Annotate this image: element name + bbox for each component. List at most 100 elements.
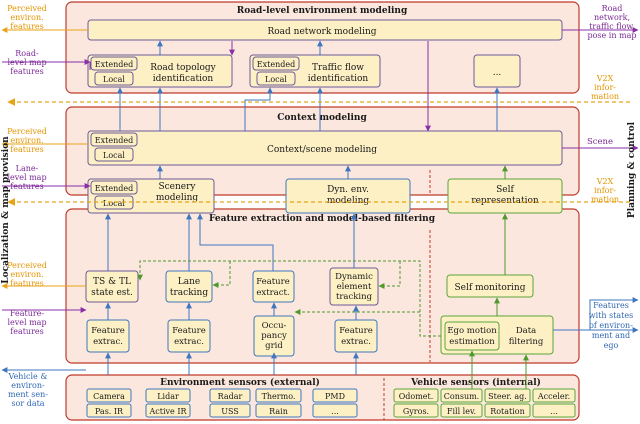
v2x-top-label-line-3: mation <box>591 92 619 101</box>
ts-tl-state-label-line-1: TS & TL <box>93 277 131 287</box>
feature-extrac-3-label-line-2: extrac. <box>341 337 371 347</box>
road-more-label: ... <box>493 68 502 78</box>
veh-sensor-row2-4-label: ... <box>550 407 558 416</box>
occupancy-grid-label-line-1: Occu- <box>262 321 287 331</box>
ts-tl-state-label-line-2: state est. <box>91 288 133 298</box>
localization-side-label: Localization & map provision <box>1 136 11 284</box>
road-topology-label-line-2: identification <box>153 74 214 84</box>
feature-extrac-1-label-line-1: Feature <box>91 326 125 336</box>
road-topology-local-label: Local <box>103 75 125 84</box>
traffic-flow-label-line-2: identification <box>308 74 369 84</box>
ego-motion-box <box>444 321 500 351</box>
road-topology-extended-label: Extended <box>95 60 133 69</box>
road-network-label-line-1: Road <box>602 4 623 13</box>
lane-tracking-label-line-2: tracking <box>170 288 208 298</box>
scenery-local-label: Local <box>103 199 125 208</box>
features-states-label-line-1: Features <box>593 301 629 310</box>
scenery-modeling-label-line-2: modeling <box>156 193 199 203</box>
traffic-flow-extended-box <box>252 56 300 71</box>
env-sensor-row2-5 <box>312 403 358 418</box>
perceived3-label-line-2: environ. <box>10 270 43 279</box>
env-sensor-row2-3-label: USS <box>221 407 239 416</box>
scenery-extended-box <box>90 180 138 195</box>
veh-sensor-row1-2-label: Consum. <box>444 392 479 401</box>
veh-sensor-row1-4-label: Acceler. <box>537 392 570 401</box>
perceived2-label-line-3: features <box>10 145 44 154</box>
ego-to-lane-arrow <box>212 261 231 288</box>
env-sensor-row1-3-label: Radar <box>218 392 243 401</box>
vehicle-env-label-line-4: sor data <box>11 399 44 408</box>
veh-sensor-row1-2 <box>440 388 483 403</box>
v2x-top-label-line-1: V2X <box>596 74 614 83</box>
perceived2-label-line-2: environ. <box>10 136 43 145</box>
lane-map-label-line-3: features <box>10 182 44 191</box>
road-network-label-line-4: pose in map <box>587 31 636 40</box>
self-representation-label-line-1: Self <box>496 185 514 195</box>
feature-extrac-2-label-line-2: extrac. <box>174 337 204 347</box>
dynamic-element-tracking-label-line-2: element <box>337 282 372 292</box>
v2x-bottom-label-line-3: mation <box>591 195 619 204</box>
feature-extrac-1-box <box>86 319 130 353</box>
ego-to-occupancy-arrow <box>294 309 441 337</box>
veh-sensor-row2-2-label: Fill lev. <box>447 407 476 416</box>
perceived3-label-line-1: Perceived <box>7 261 47 270</box>
veh-sensor-row2-3 <box>484 403 531 418</box>
env-sensor-row1-3 <box>209 388 251 403</box>
feature-title: Feature extraction and model-based filte… <box>209 214 436 224</box>
dynamic-element-tracking-label-line-3: tracking <box>336 292 373 302</box>
scenery-modeling-label-line-1: Scenery <box>158 182 196 192</box>
veh-sensor-row2-4 <box>532 403 576 418</box>
veh-sensor-row2-2 <box>440 403 483 418</box>
road-network-label-line-3: traffic flow, <box>589 22 635 31</box>
traffic-flow-label-line-1: Traffic flow <box>312 63 364 73</box>
env-sensor-row2-2 <box>145 403 191 418</box>
vehicle-sensors-title: Vehicle sensors (internal) <box>410 377 541 388</box>
env-sensor-row2-5-label: ... <box>331 407 339 416</box>
features-states-label-line-5: ego <box>604 341 619 350</box>
ego-motion-label-line-1: Ego motion <box>447 326 497 336</box>
scenery-extended-label: Extended <box>95 184 133 193</box>
feature-map-label-line-2: level map <box>7 318 46 327</box>
road-more-box <box>473 54 521 88</box>
veh-sensor-row1-3-label: Steer. ag. <box>488 392 527 401</box>
self-representation-label-line-2: representation <box>471 196 539 206</box>
veh-sensor-row1-4 <box>532 388 576 403</box>
vehicle-env-label-line-3: ment sen- <box>8 390 48 399</box>
env-sensor-row2-2-label: Active IR <box>148 407 187 416</box>
vehicle-env-label-line-1: Vehicle & <box>8 372 48 381</box>
features-to-right-line <box>589 297 639 330</box>
v2x-top-label-line-2: infor- <box>594 83 616 92</box>
road-topology-label-line-1: Road topology <box>150 63 216 73</box>
features-states-label-line-4: ment and <box>592 331 630 340</box>
feature-extract-top-label-line-1: Feature <box>256 277 290 287</box>
data-filtering-label-line-2: filtering <box>509 337 544 347</box>
feature-extract-top-label-line-2: extract. <box>256 288 289 298</box>
feature-extrac-2-label-line-1: Feature <box>172 326 206 336</box>
features-states-label-line-2: with states <box>589 311 633 320</box>
v2x-bottom-label-line-2: infor- <box>594 186 616 195</box>
traffic-flow-local-label: Local <box>265 75 287 84</box>
env-sensor-row1-4 <box>255 388 302 403</box>
ego-motion-label-line-2: estimation <box>449 337 495 347</box>
env-sensor-row2-1-label: Pas. IR <box>95 407 124 416</box>
dyn-env-modeling-label-line-1: Dyn. env. <box>327 185 369 195</box>
env-sensor-row1-1 <box>86 388 132 403</box>
road-map-label-line-3: features <box>10 67 44 76</box>
vehicle-env-label-line-2: environ- <box>11 381 45 390</box>
env-sensor-row1-2-label: Lidar <box>157 392 179 401</box>
features-states-label-line-3: of environ- <box>589 321 633 330</box>
dyn-env-modeling-label-line-2: modeling <box>327 196 370 206</box>
veh-sensor-row1-3 <box>484 388 531 403</box>
env-sensor-row2-3 <box>209 403 251 418</box>
env-sensor-row1-4-label: Thermo. <box>262 392 296 401</box>
perceived1-label-line-1: Perceived <box>7 4 47 13</box>
env-sensor-row2-4 <box>255 403 302 418</box>
road-map-label-line-2: level map <box>7 58 46 67</box>
perceived1-label-line-3: features <box>10 22 44 31</box>
env-sensor-row1-5 <box>312 388 358 403</box>
v2x-bottom-label-line-1: V2X <box>596 177 614 186</box>
road-map-label-line-1: Road- <box>15 49 39 58</box>
veh-sensor-row2-3-label: Rotation <box>490 407 525 416</box>
veh-sensor-row2-1 <box>393 403 439 418</box>
